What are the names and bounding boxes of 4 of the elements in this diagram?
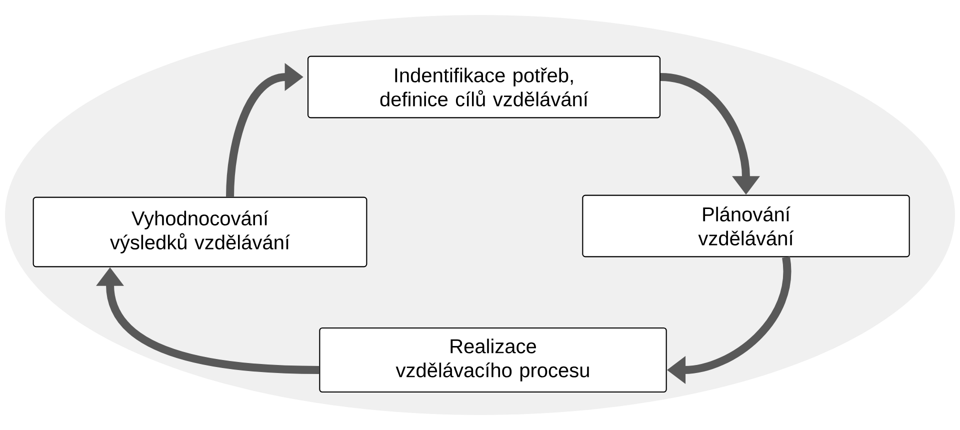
process-box: Realizace vzdělávacího procesu [319,327,667,393]
process-box: Plánování vzdělávání [582,194,910,258]
process-box: Indentifikace potřeb, definice cílů vzdělávání [307,56,661,118]
process-box: Vyhodnocování výsledků vzdělávání [32,196,368,268]
